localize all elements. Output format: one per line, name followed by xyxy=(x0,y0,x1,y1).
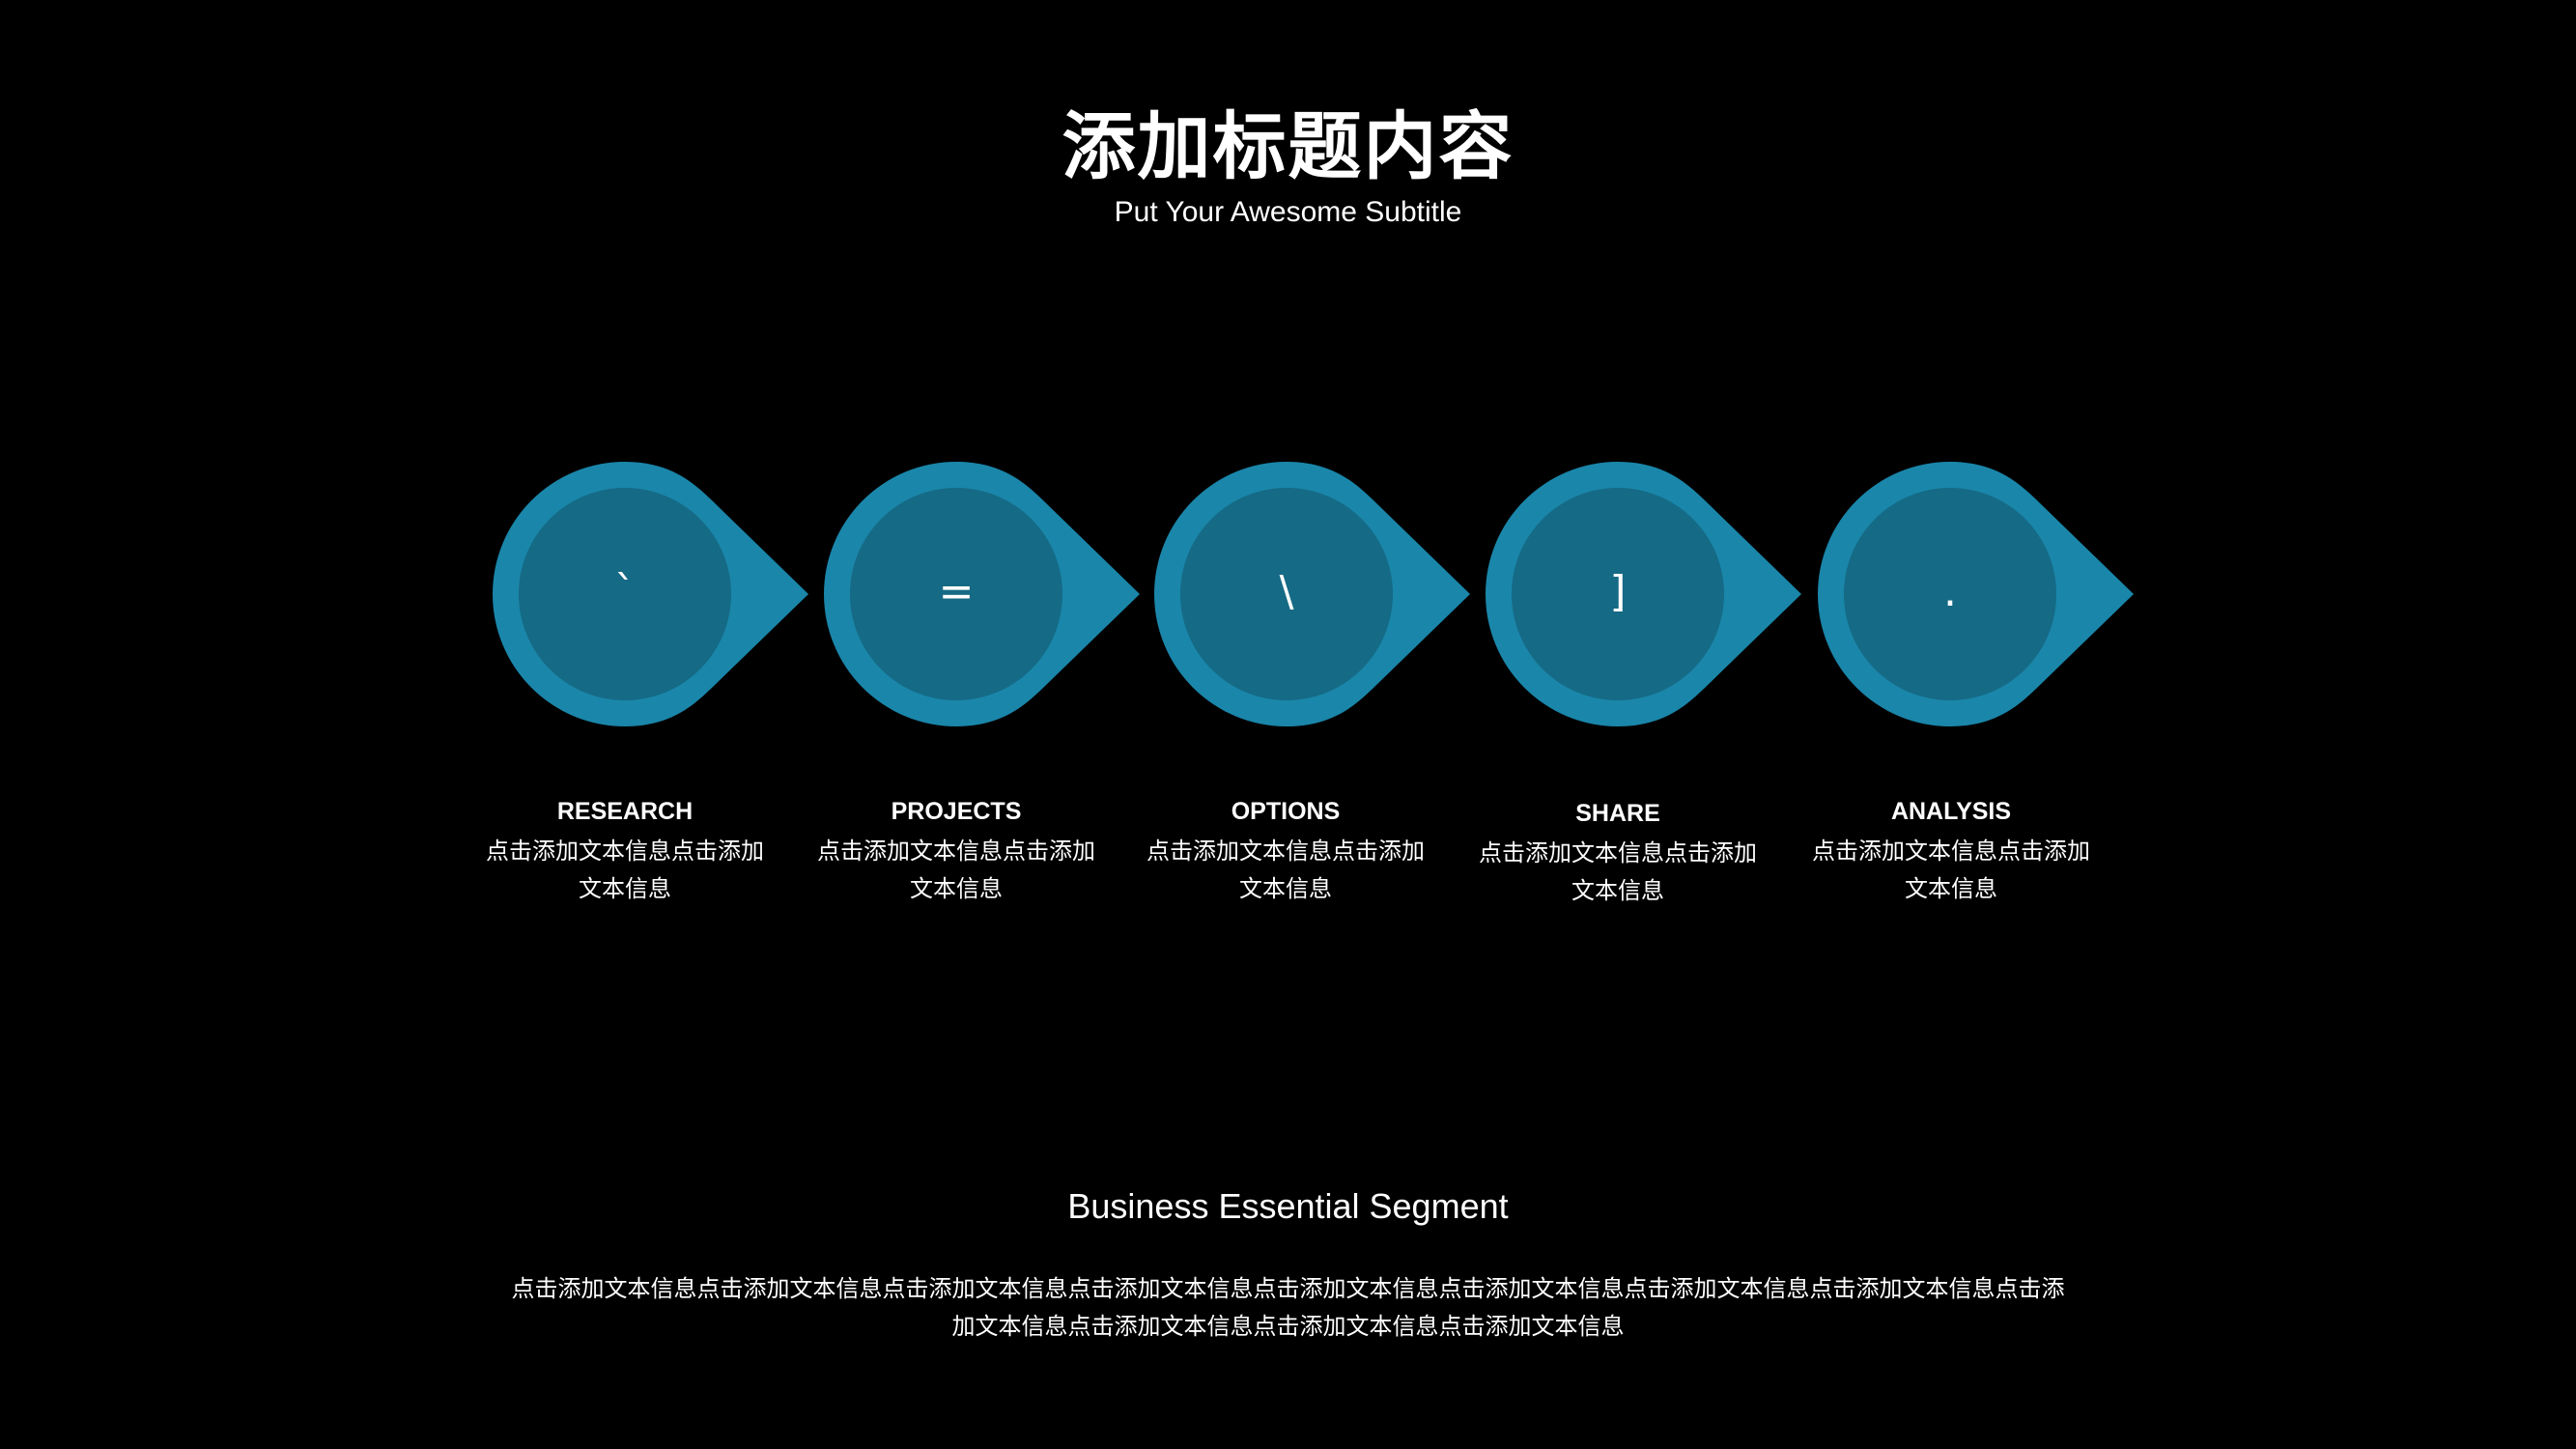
pin-marker-share: ] xyxy=(1486,462,1814,726)
pin-shape xyxy=(493,462,808,726)
step-text-share: 点击添加文本信息点击添加文本信息 xyxy=(1479,839,1757,904)
step-icon: . xyxy=(1943,567,1957,616)
step-icon: = xyxy=(938,567,975,616)
step-text-options: 点击添加文本信息点击添加文本信息 xyxy=(1146,838,1425,902)
step-title-share: SHARE xyxy=(1575,800,1660,827)
pin-marker-options: \ xyxy=(1154,462,1483,726)
step-text-analysis: 点击添加文本信息点击添加文本信息 xyxy=(1812,838,2090,902)
step-icon: ` xyxy=(614,567,636,616)
pin-marker-analysis: . xyxy=(1818,462,2146,726)
slide-title: 添加标题内容 xyxy=(1062,103,1514,189)
step-title-research: RESEARCH xyxy=(556,798,694,825)
pin-marker-projects: = xyxy=(824,462,1152,726)
step-icon: \ xyxy=(1279,567,1294,616)
step-text-projects: 点击添加文本信息点击添加文本信息 xyxy=(817,838,1095,902)
segment-text: 点击添加文本信息点击添加文本信息点击添加文本信息点击添加文本信息点击添加文本信息… xyxy=(511,1275,2065,1340)
slide-subtitle: Put Your Awesome Subtitle xyxy=(1114,196,1462,228)
pin-shape xyxy=(1154,462,1470,726)
step-title-analysis: ANALYSIS xyxy=(1890,798,2012,825)
pin-marker-research: ` xyxy=(493,462,821,726)
pin-shape xyxy=(1486,462,1801,726)
pin-shape xyxy=(824,462,1140,726)
segment-title: Business Essential Segment xyxy=(1067,1186,1509,1226)
step-icon: ] xyxy=(1609,567,1627,616)
step-title-options: OPTIONS xyxy=(1231,798,1341,825)
step-title-projects: PROJECTS xyxy=(891,798,1022,825)
pin-shape xyxy=(1818,462,2134,726)
step-text-research: 点击添加文本信息点击添加文本信息 xyxy=(486,838,764,902)
